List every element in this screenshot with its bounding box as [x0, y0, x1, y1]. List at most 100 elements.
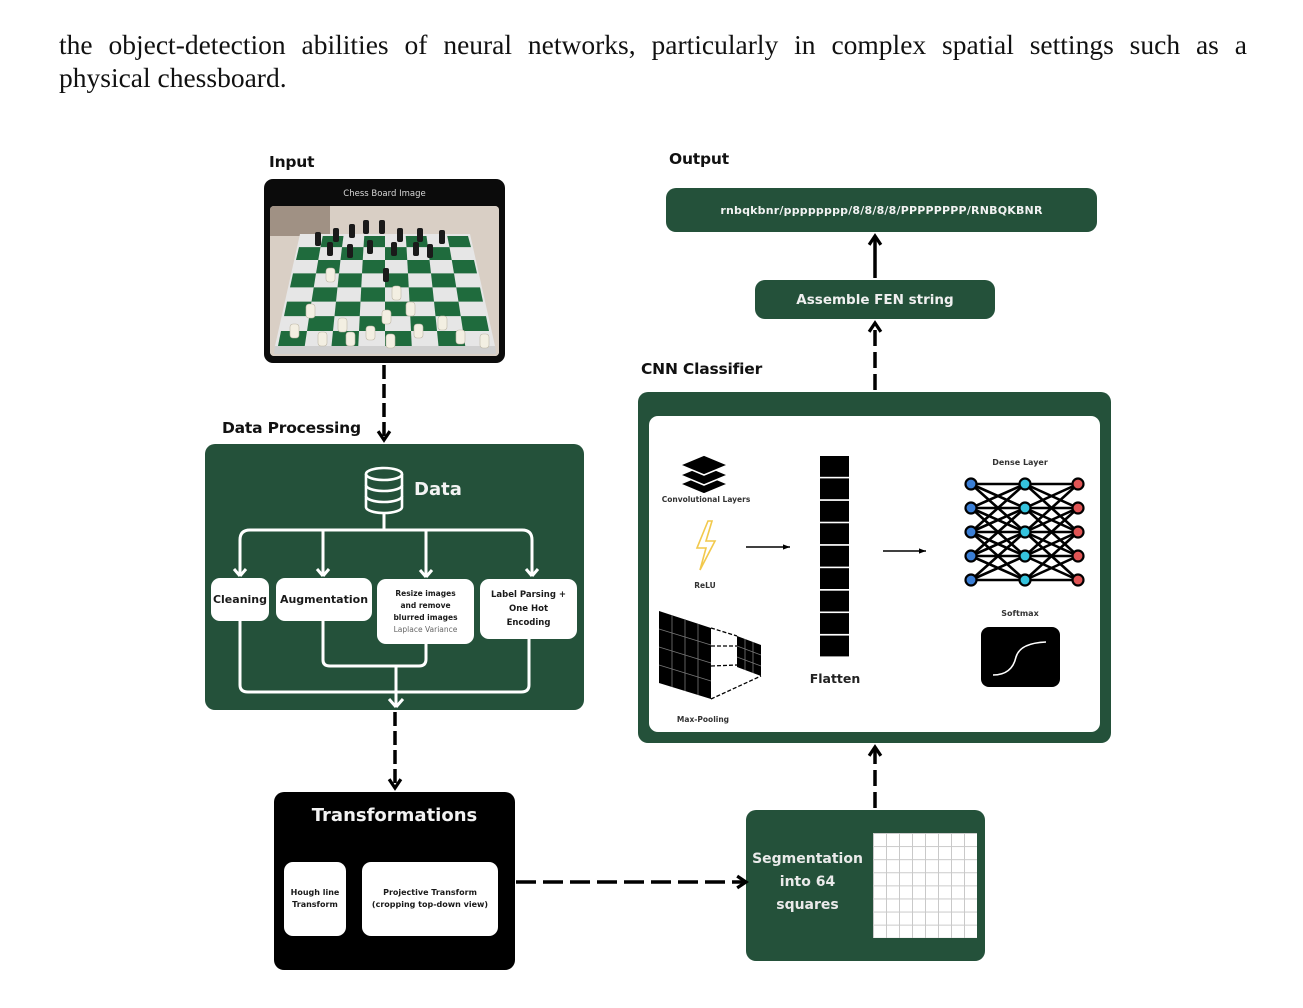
step-cleaning-label: Cleaning	[212, 593, 268, 606]
paragraph-line-1: the object-detection abilities of neural…	[59, 29, 1247, 60]
board-square	[363, 236, 385, 248]
step-augmentation: Augmentation	[276, 578, 372, 621]
white-piece	[455, 329, 466, 345]
white-piece	[325, 267, 336, 283]
black-piece	[383, 268, 389, 282]
white-piece	[385, 333, 396, 349]
step-label-parsing-line-2: One Hot	[508, 604, 549, 614]
white-piece	[413, 323, 424, 339]
black-piece	[391, 242, 397, 256]
transformations-title: Transformations	[311, 805, 478, 826]
relu-label: ReLU	[694, 581, 716, 590]
black-piece	[439, 230, 445, 244]
step-resize-line-3: blurred images	[393, 612, 458, 622]
step-projective-transform: Projective Transform (cropping top-down …	[362, 862, 498, 936]
white-piece	[381, 309, 392, 325]
fen-output-text: rnbqkbnr/pppppppp/8/8/8/8/PPPPPPPP/RNBQK…	[720, 203, 1043, 217]
input-section-label: Input	[269, 153, 315, 171]
softmax-label: Softmax	[1001, 609, 1039, 618]
step-label-parsing-line-3: Encoding	[506, 618, 551, 628]
body-paragraph: the object-detection abilities of neural…	[59, 28, 1247, 94]
max-pooling-label: Max-Pooling	[676, 715, 730, 724]
black-piece	[315, 232, 321, 246]
step-resize-sublabel: Laplace Variance	[393, 624, 458, 634]
black-piece	[379, 220, 385, 234]
data-processing-section-label: Data Processing	[222, 419, 361, 437]
white-piece	[337, 317, 348, 333]
input-image-caption: Chess Board Image	[343, 189, 426, 199]
board-square	[451, 259, 477, 274]
step-resize-line-1: Resize images	[395, 588, 456, 598]
board-square	[431, 273, 457, 288]
board-square	[311, 287, 338, 302]
black-piece	[427, 244, 433, 258]
step-label-parsing: Label Parsing + One Hot Encoding	[480, 579, 577, 639]
dense-layer-label: Dense Layer	[992, 458, 1048, 467]
board-square	[296, 247, 321, 260]
chessboard-image	[270, 206, 499, 356]
assemble-fen-box: Assemble FEN string	[755, 280, 995, 319]
white-piece	[437, 315, 448, 331]
board-square	[407, 259, 431, 274]
step-resize-line-2: and remove	[400, 600, 451, 610]
board-square	[428, 247, 452, 260]
black-piece	[349, 224, 355, 238]
step-resize: Resize images and remove blurred images …	[377, 579, 474, 644]
step-projective-line-1: Projective Transform	[383, 888, 477, 897]
data-label: Data	[414, 479, 462, 500]
black-piece	[397, 228, 403, 242]
segmentation-line-3: squares	[776, 897, 839, 913]
white-piece	[405, 301, 416, 317]
segmentation-line-2: into 64	[779, 874, 836, 890]
board-square	[434, 301, 461, 317]
black-piece	[413, 242, 419, 256]
step-augmentation-label: Augmentation	[279, 593, 369, 606]
white-piece	[289, 323, 300, 339]
step-hough-line-2: Transform	[292, 900, 338, 909]
board-square	[334, 301, 361, 317]
step-hough-line: Hough line Transform	[284, 862, 346, 936]
board-square	[278, 330, 307, 346]
white-piece	[479, 333, 490, 349]
step-projective-line-2: (cropping top-down view)	[371, 900, 489, 909]
cnn-section-label: CNN Classifier	[641, 360, 763, 378]
fen-output-box: rnbqkbnr/pppppppp/8/8/8/8/PPPPPPPP/RNBQK…	[666, 188, 1097, 232]
black-piece	[363, 220, 369, 234]
conv-layers-label: Convolutional Layers	[661, 495, 751, 504]
flatten-label: Flatten	[809, 671, 861, 686]
segmentation-label: Segmentation into 64 squares	[750, 848, 865, 917]
board-square	[385, 273, 409, 288]
assemble-fen-label: Assemble FEN string	[796, 291, 954, 308]
board-square	[290, 273, 316, 288]
board-square	[408, 287, 434, 302]
board-square	[284, 301, 312, 317]
input-image-card: Chess Board Image	[264, 179, 505, 363]
white-piece	[317, 331, 328, 347]
data-processing-container	[205, 444, 584, 710]
segmentation-line-1: Segmentation	[752, 851, 863, 867]
board-square	[385, 301, 411, 317]
step-hough-line-1: Hough line	[290, 888, 340, 897]
board-square	[307, 316, 335, 331]
board-square	[337, 273, 362, 288]
black-piece	[333, 228, 339, 242]
board-square	[359, 316, 385, 331]
black-piece	[417, 228, 423, 242]
white-piece	[391, 285, 402, 301]
white-piece	[345, 331, 356, 347]
black-piece	[327, 242, 333, 256]
white-piece	[305, 303, 316, 319]
board-square	[456, 287, 483, 302]
board-square	[362, 259, 385, 274]
step-cleaning: Cleaning	[211, 578, 269, 621]
board-square	[447, 236, 471, 248]
board-square	[460, 316, 489, 331]
black-piece	[347, 244, 353, 258]
chessboard-photo	[270, 206, 499, 356]
paragraph-line-2: physical chessboard.	[59, 62, 287, 93]
board-square	[360, 287, 385, 302]
step-label-parsing-line-1: Label Parsing +	[491, 590, 566, 600]
black-piece	[367, 240, 373, 254]
segmentation-grid-icon	[873, 833, 977, 938]
output-section-label: Output	[669, 150, 729, 168]
